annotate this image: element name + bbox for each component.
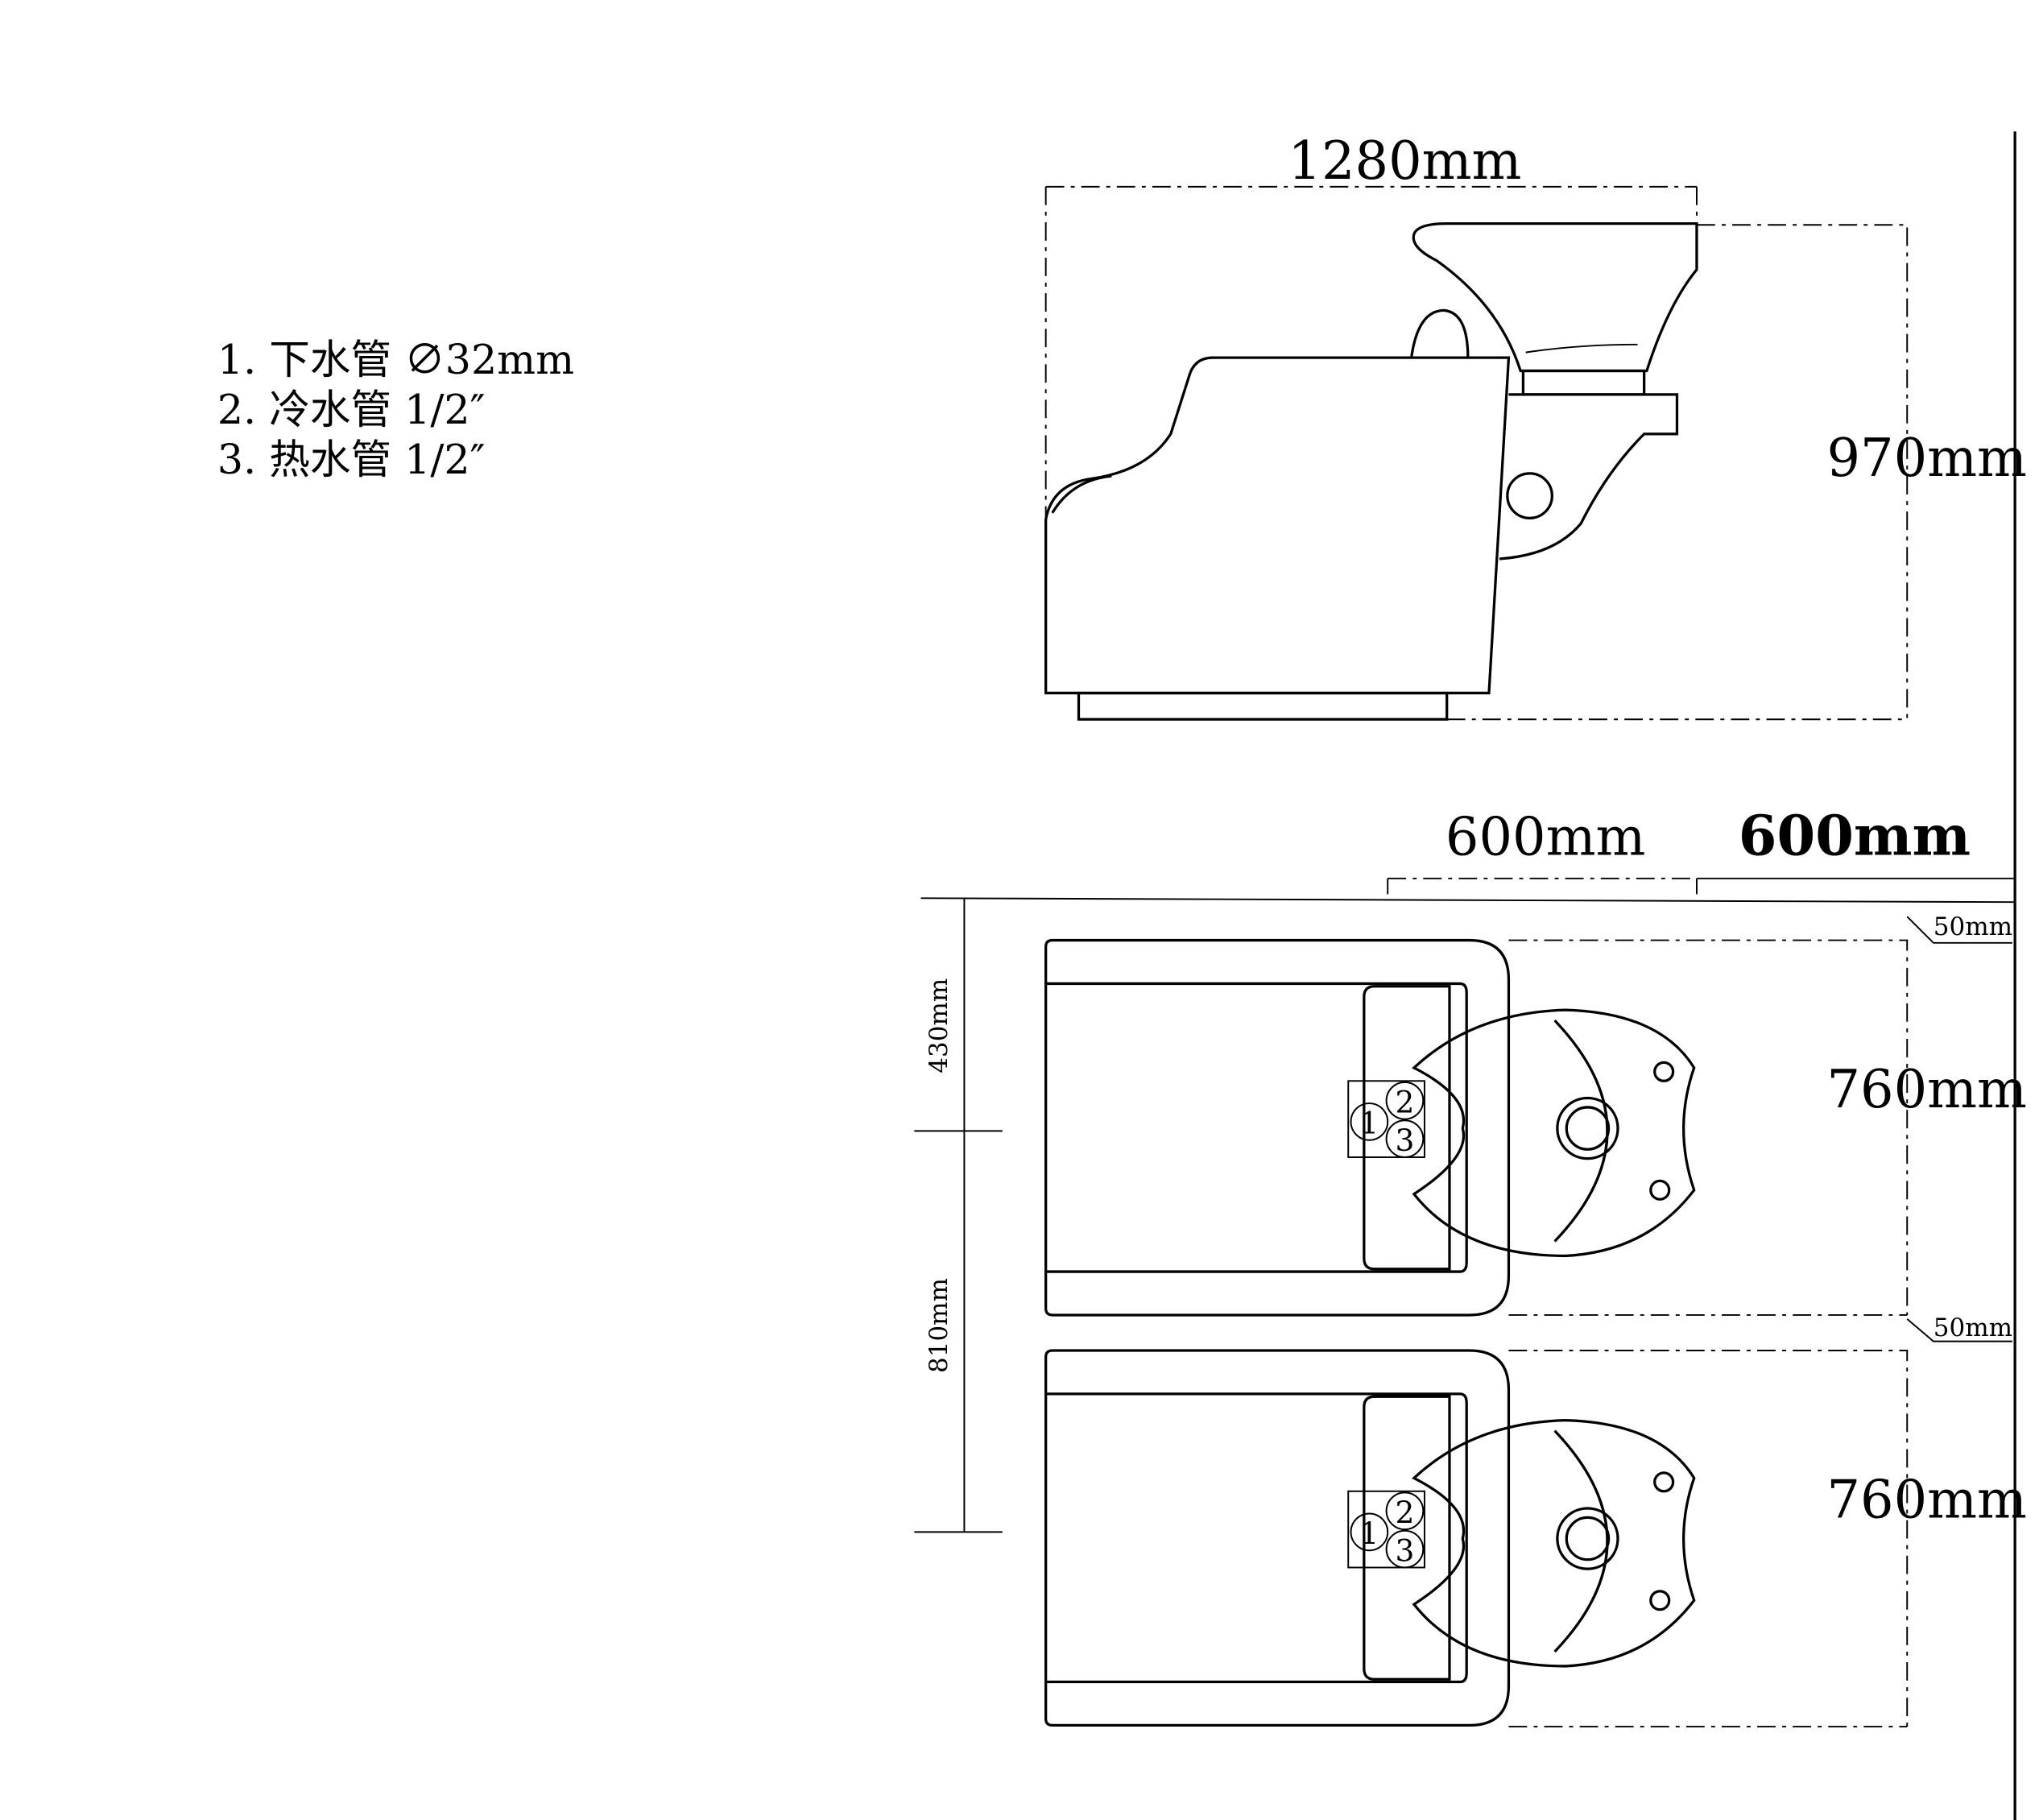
top-view-dimensions: 600mm 600mm 430mm 810mm 760mm 760mm 50mm… bbox=[914, 804, 2027, 1728]
faucet-hole bbox=[1649, 1179, 1671, 1201]
basin-rim bbox=[1525, 343, 1638, 354]
pipe-1-number: 1 bbox=[1359, 1106, 1379, 1141]
spacing-label-2: 600mm bbox=[1739, 804, 1971, 868]
chair-outline bbox=[1044, 1349, 1511, 1727]
width-label: 1280mm bbox=[1288, 130, 1521, 192]
pipe-2-circle bbox=[1385, 1491, 1425, 1531]
spacing-label-1: 600mm bbox=[1445, 806, 1645, 867]
left-dimension-ticks bbox=[914, 1130, 1003, 1533]
pipe-box bbox=[1347, 1490, 1425, 1569]
pipe-3-number: 3 bbox=[1396, 1533, 1415, 1568]
chair-base bbox=[1077, 691, 1449, 721]
faucet-hole bbox=[1653, 1471, 1675, 1493]
chair1-depth-label: 760mm bbox=[1826, 1059, 2026, 1120]
chair-top-view-2: 1 2 3 bbox=[1044, 1349, 1696, 1727]
faucet-hole bbox=[1649, 1590, 1671, 1611]
pipe-2-number: 2 bbox=[1396, 1084, 1415, 1119]
pipe-2-circle bbox=[1385, 1081, 1425, 1120]
legend-item-hot-water: 3. 热水管 1/2″ bbox=[217, 436, 486, 483]
pipe-3-circle bbox=[1385, 1529, 1425, 1569]
drain-inner bbox=[1565, 1106, 1611, 1151]
armrest-inner bbox=[1045, 1392, 1468, 1684]
armrest-inner bbox=[1045, 982, 1468, 1273]
headrest-top bbox=[1363, 985, 1451, 1271]
pipe-3-number: 3 bbox=[1396, 1123, 1415, 1158]
basin-crescent bbox=[1553, 1429, 1609, 1653]
basin-top bbox=[1412, 1418, 1696, 1668]
armrest-curve bbox=[1051, 474, 1112, 514]
basin-bracket bbox=[1499, 393, 1679, 560]
faucet-hole bbox=[1653, 1061, 1675, 1082]
basin-top bbox=[1412, 1008, 1696, 1258]
gap-label-2: 50mm bbox=[1934, 1313, 2012, 1342]
headrest bbox=[1410, 308, 1470, 358]
basin-neck bbox=[1521, 369, 1646, 396]
pipe-box bbox=[1347, 1080, 1425, 1158]
chair-top-view-1: 1 2 3 bbox=[1044, 938, 1696, 1317]
chair2-dimension-line bbox=[1508, 1350, 1909, 1728]
chair-outline bbox=[1044, 938, 1511, 1317]
drain-outer bbox=[1556, 1096, 1619, 1160]
drain-inner bbox=[1565, 1516, 1611, 1561]
pipe-2-number: 2 bbox=[1396, 1495, 1415, 1530]
pipe-1-circle bbox=[1350, 1512, 1389, 1552]
depth-label-810: 810mm bbox=[924, 1278, 953, 1373]
basin-crescent bbox=[1553, 1020, 1609, 1243]
side-view: 1280mm 970mm bbox=[1044, 130, 2027, 721]
drain-outer bbox=[1556, 1507, 1619, 1570]
height-label: 970mm bbox=[1826, 428, 2026, 489]
pipe-3-circle bbox=[1385, 1119, 1425, 1158]
pipe-1-number: 1 bbox=[1359, 1516, 1379, 1551]
legend-item-cold-water: 2. 冷水管 1/2″ bbox=[217, 386, 486, 433]
drain-fitting bbox=[1506, 472, 1553, 520]
top-reference-line bbox=[920, 897, 2016, 904]
depth-label-430: 430mm bbox=[924, 978, 953, 1073]
chair2-depth-label: 760mm bbox=[1826, 1469, 2026, 1530]
chair1-dimension-line bbox=[1508, 939, 1909, 1316]
pipe-1-circle bbox=[1350, 1102, 1389, 1141]
spacing-dimension-line bbox=[1387, 877, 1698, 895]
gap-label-1: 50mm bbox=[1934, 912, 2012, 941]
legend-item-drain: 1. 下水管 ∅32mm bbox=[217, 336, 574, 383]
legend: 1. 下水管 ∅32mm 2. 冷水管 1/2″ 3. 热水管 1/2″ bbox=[217, 336, 574, 483]
chair-body-side bbox=[1044, 356, 1511, 695]
gap-leaders bbox=[1906, 916, 2012, 1342]
height-dimension-line bbox=[1446, 224, 1909, 721]
headrest-top bbox=[1363, 1395, 1451, 1681]
